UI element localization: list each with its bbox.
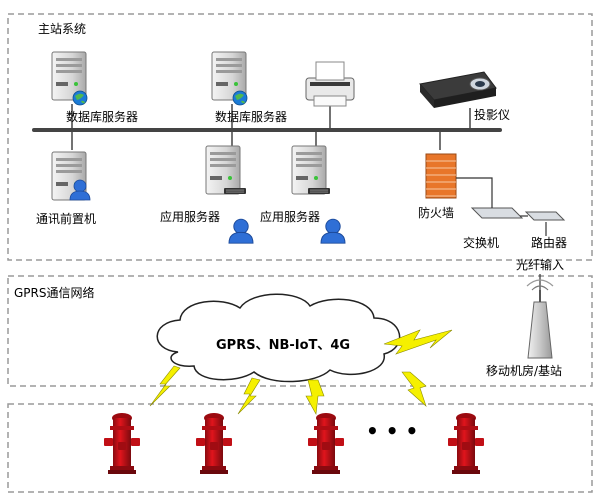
cloud-network-label: GPRS、NB-IoT、4G [216,338,351,353]
master-section-title: 主站系统 [38,22,87,36]
app-server-2-user-icon [320,218,346,244]
switch-icon [470,207,524,219]
firewall-label: 防火墙 [418,206,455,220]
switch-label: 交换机 [463,236,500,250]
db-server-1-label: 数据库服务器 [66,110,139,124]
signal-wave-outer-icon [526,279,554,287]
hydrant-ellipsis: • • • [366,419,418,443]
lightning-hydrant-4-icon [401,371,427,407]
lightning-hydrant-1-icon [149,365,181,407]
lightning-cloud-tower-icon [383,329,453,355]
projector-icon [419,71,497,108]
master-section-frame [7,13,593,261]
comm-frontend-label: 通讯前置机 [36,212,97,226]
lightning-hydrant-2-icon [237,377,261,415]
base-station-tower-icon [527,301,553,359]
network-section-frame [7,275,593,387]
printer-icon [305,61,355,107]
app-server-2-label: 应用服务器 [260,210,321,224]
fire-hydrant-1-icon [104,413,140,474]
gprs-cloud-shape [156,293,401,383]
app-server-1-user-icon [228,218,254,244]
app-server-2-icon [291,145,327,195]
firewall-switch-line [456,177,493,208]
db-server-2-label: 数据库服务器 [215,110,288,124]
app-server-2-keyboard-icon [308,188,330,194]
db-server-1-globe-icon [72,90,88,106]
app-server-1-label: 应用服务器 [160,210,221,224]
app-server-1-icon [205,145,241,195]
fire-hydrant-2-icon [196,413,232,474]
router-label: 路由器 [531,236,568,250]
fire-hydrant-3-icon [308,413,344,474]
db-server-2-globe-icon [232,90,248,106]
lightning-hydrant-3-icon [305,379,325,415]
projector-label: 投影仪 [474,108,511,122]
signal-wave-inner-icon [531,285,549,291]
app-server-1-keyboard-icon [224,188,246,194]
firewall-icon [425,153,457,199]
fiber-input-label: 光纤输入 [516,258,565,272]
router-icon [524,211,566,221]
mobile-station-label: 移动机房/基站 [486,364,563,378]
hydrant-section-frame [7,403,593,493]
fire-hydrant-4-icon [448,413,484,474]
network-section-title: GPRS通信网络 [14,286,95,300]
